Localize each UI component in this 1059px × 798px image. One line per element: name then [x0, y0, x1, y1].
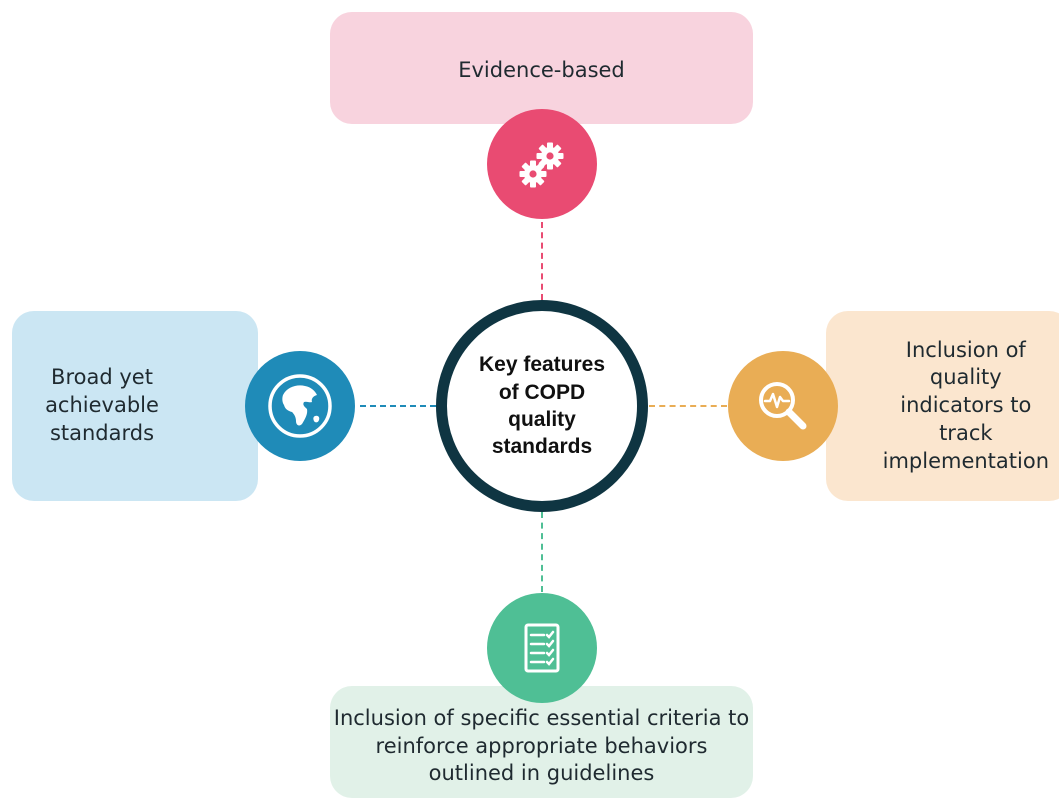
- gears-icon: [519, 142, 564, 188]
- icon-circle-bottom: [487, 593, 597, 703]
- feature-label-broad-standards: Broad yet achievable standards: [45, 365, 159, 445]
- connector-left: [360, 405, 436, 407]
- center-title: Key features of COPD quality standards: [478, 353, 606, 459]
- feature-box-evidence-based: Evidence-based: [330, 12, 753, 124]
- feature-box-essential-criteria: Inclusion of specific essential criteria…: [330, 686, 753, 798]
- feature-box-quality-indicators: Inclusion of quality indicators to track…: [826, 311, 1059, 501]
- connector-top: [541, 222, 543, 300]
- checklist-icon: [524, 623, 560, 673]
- magnifier-pulse-icon: [759, 382, 807, 430]
- icon-circle-right: [728, 351, 838, 461]
- globe-icon: [268, 374, 332, 438]
- connector-bottom: [541, 512, 543, 592]
- feature-label-quality-indicators: Inclusion of quality indicators to track…: [882, 337, 1049, 473]
- feature-label-evidence-based: Evidence-based: [458, 58, 625, 82]
- icon-circle-top: [487, 109, 597, 219]
- feature-box-broad-standards: Broad yet achievable standards: [12, 311, 258, 501]
- icon-circle-left: [245, 351, 355, 461]
- center-hub: Key features of COPD quality standards: [436, 300, 648, 512]
- feature-label-essential-criteria: Inclusion of specific essential criteria…: [333, 705, 750, 786]
- connector-right: [649, 405, 727, 407]
